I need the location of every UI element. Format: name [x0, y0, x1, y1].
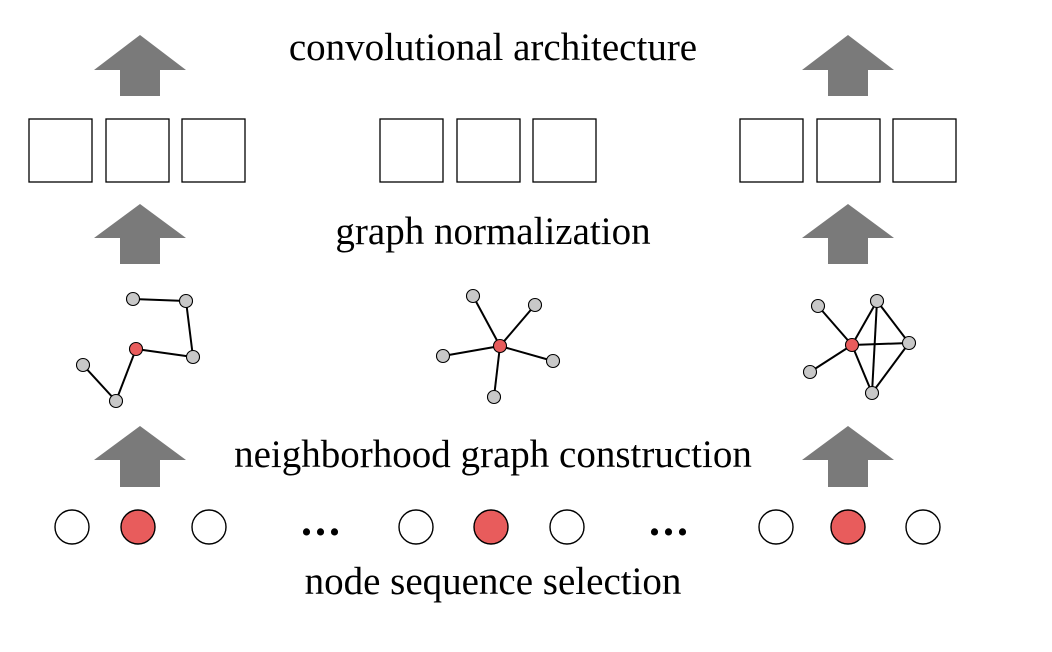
- graph-edge: [871, 300, 878, 394]
- neighborhood-graph-middle: [435, 288, 561, 405]
- graph-node: [178, 293, 194, 309]
- graph-edge: [115, 348, 137, 402]
- graph-node: [486, 389, 502, 405]
- graph-node: [802, 364, 818, 380]
- arrow-up-mid-left: [94, 204, 186, 264]
- sequence-ellipsis: ...: [649, 496, 691, 545]
- selected-sequence-node: [830, 509, 866, 545]
- graph-node: [869, 293, 885, 309]
- graph-edge: [851, 300, 878, 346]
- arrow-up-bottom-right: [802, 426, 894, 487]
- receptive-field-cell: [28, 118, 93, 183]
- receptive-field-cell: [181, 118, 246, 183]
- receptive-field-cell: [739, 118, 804, 183]
- graph-edge: [851, 344, 873, 394]
- receptive-field-cell: [816, 118, 881, 183]
- graph-node: [75, 357, 91, 373]
- arrow-up-mid-right: [802, 204, 894, 264]
- graph-edge: [871, 342, 910, 394]
- receptive-field-cell: [892, 118, 957, 183]
- graph-node: [545, 353, 561, 369]
- graph-edge: [851, 342, 910, 346]
- receptive-field-cell: [379, 118, 444, 183]
- receptive-field-middle: [379, 118, 597, 183]
- arrow-up-top-left: [94, 35, 186, 96]
- graph-node: [465, 288, 481, 304]
- receptive-field-cell: [456, 118, 521, 183]
- node-sequence: ... ...: [54, 496, 941, 545]
- sequence-node: [54, 509, 90, 545]
- graph-node: [125, 291, 141, 307]
- graph-edge: [876, 300, 910, 344]
- graph-node: [901, 335, 917, 351]
- receptive-field-cell: [105, 118, 170, 183]
- graph-node: [864, 385, 880, 401]
- arrow-up-bottom-left: [94, 426, 186, 487]
- graph-edge: [493, 345, 501, 398]
- graph-edge: [499, 345, 554, 362]
- graph-edge: [185, 300, 194, 358]
- graph-edge: [82, 364, 117, 402]
- sequence-node: [398, 509, 434, 545]
- sequence-ellipsis: ...: [301, 496, 343, 545]
- selected-sequence-node: [473, 509, 509, 545]
- graph-edge: [135, 348, 194, 358]
- arrow-up-top-right: [802, 35, 894, 96]
- selected-sequence-node: [120, 509, 156, 545]
- graph-edge: [809, 344, 853, 373]
- graph-node: [527, 297, 543, 313]
- graph-normalization-label: graph normalization: [335, 210, 650, 253]
- graph-edge: [442, 345, 501, 357]
- graph-edge: [817, 305, 853, 346]
- receptive-field-cell: [532, 118, 597, 183]
- graph-root-node: [844, 337, 860, 353]
- graph-node: [185, 349, 201, 365]
- neighborhood-graph-construction-label: neighborhood graph construction: [234, 433, 752, 476]
- graph-edge: [472, 295, 501, 347]
- sequence-node: [758, 509, 794, 545]
- convolutional-architecture-label: convolutional architecture: [289, 26, 697, 69]
- graph-node: [108, 393, 124, 409]
- graph-node: [435, 348, 451, 364]
- graph-edge: [132, 298, 187, 302]
- neighborhood-graph-left: [75, 291, 201, 409]
- receptive-field-right: [739, 118, 957, 183]
- node-sequence-selection-label: node sequence selection: [305, 560, 682, 603]
- sequence-node: [549, 509, 585, 545]
- sequence-node: [191, 509, 227, 545]
- neighborhood-graph-right: [802, 293, 917, 401]
- graph-root-node: [492, 338, 508, 354]
- sequence-node: [905, 509, 941, 545]
- graph-node: [810, 298, 826, 314]
- graph-root-node: [128, 341, 144, 357]
- receptive-field-left: [28, 118, 246, 183]
- graph-edge: [499, 304, 536, 347]
